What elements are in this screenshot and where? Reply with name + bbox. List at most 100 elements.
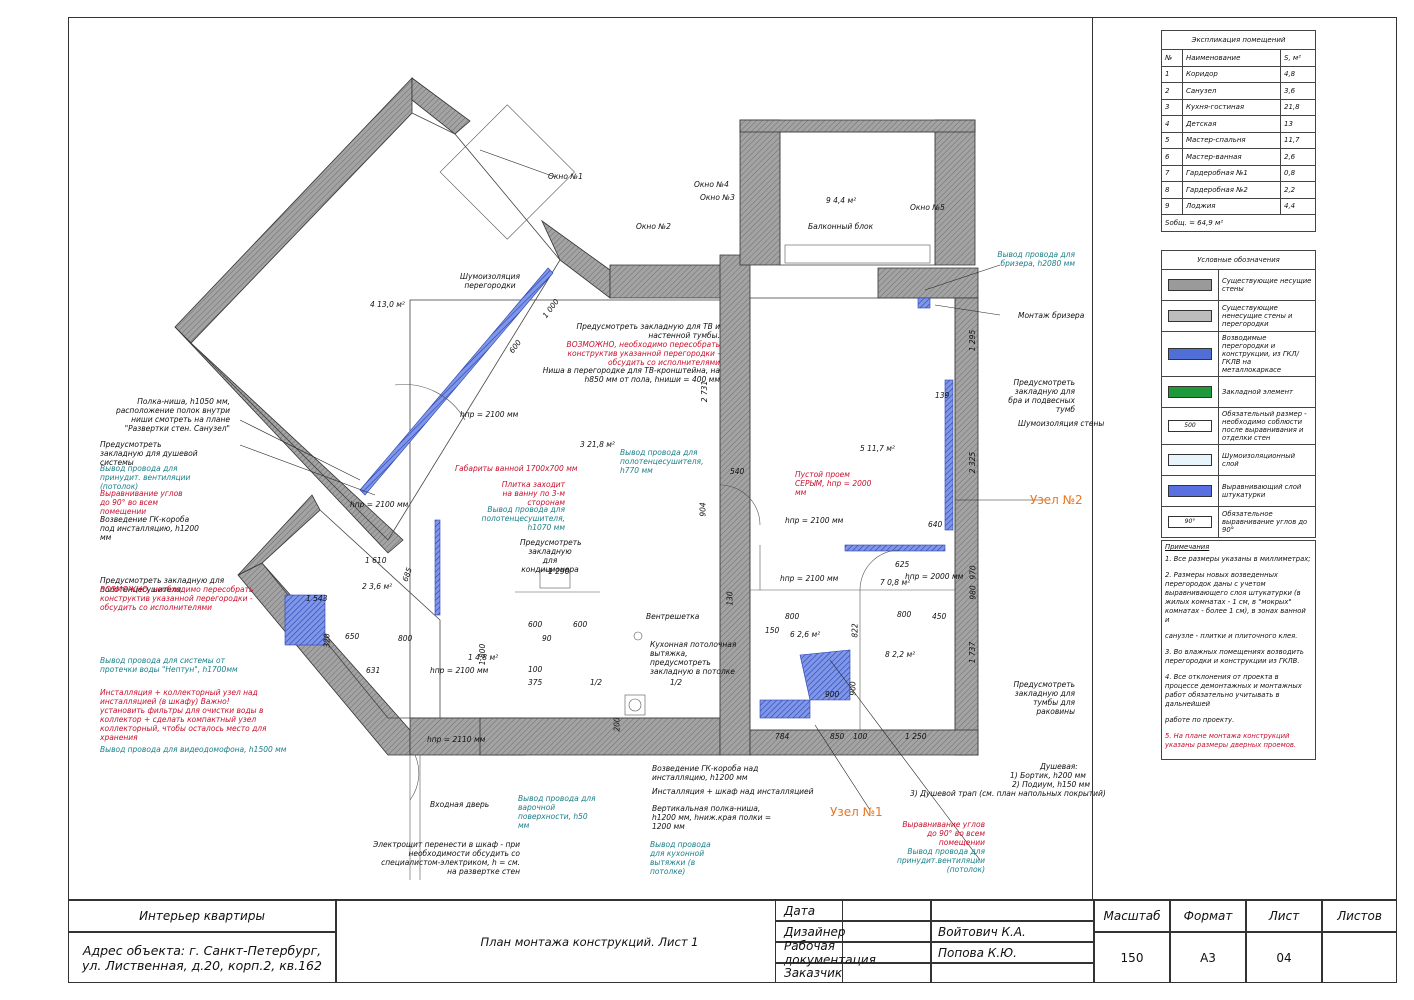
legend-row: Выравнивающий слой штукатурки — [1161, 475, 1316, 507]
note-electric: Электрощит перенести в шкаф - при необхо… — [373, 840, 520, 876]
dim-value: 139 — [935, 391, 950, 400]
note-cook-wire: Вывод провода для варочной поверхности, … — [518, 794, 596, 830]
note-breezer: Монтаж бризера — [1018, 311, 1085, 320]
notes-item: работе по проекту. — [1165, 716, 1235, 724]
dim-value: 600 — [528, 620, 543, 629]
leader-lines — [239, 149, 1050, 861]
dim-value: 1 800 — [478, 643, 488, 666]
door-height-1: hпр = 2100 мм — [460, 410, 519, 419]
dim-value: 784 — [775, 732, 790, 741]
legend-swatch-cell — [1161, 269, 1219, 301]
note-vertical-shelf: Вертикальная полка-ниша, h1200 мм, hниж.… — [652, 804, 772, 831]
note-vent-wire-2: Вывод провода для принудит.вентиляции (п… — [896, 847, 985, 874]
note-tv-embed-warning: ВОЗМОЖНО, необходимо пересобрать констру… — [566, 340, 720, 367]
explication-cell-n: 4 — [1161, 115, 1183, 133]
dim-value: 800 — [785, 612, 800, 621]
title-block-divider — [68, 899, 1397, 900]
legend-label: Обязательное выравнивание углов до 90° — [1218, 506, 1316, 538]
explication-cell-n: 3 — [1161, 98, 1183, 116]
explication-cell-name: Детская — [1182, 115, 1281, 133]
note-wall-noise: Шумоизоляция стены — [1018, 419, 1105, 428]
explication-cell-s: 4,4 — [1280, 197, 1316, 215]
sheet-name: План монтажа конструкций. Лист 1 — [336, 900, 843, 983]
notes-item: санузле - плитки и плиточного клея. — [1165, 632, 1298, 640]
col-number: № — [1161, 49, 1183, 67]
door-height-5: hпр = 2100 мм — [430, 666, 489, 675]
label-window5: Окно №5 — [910, 203, 945, 212]
dim-value: 200 — [612, 717, 622, 732]
note-empty-opening: Пустой проем СЕРЫМ, hпр = 2000 мм — [795, 470, 872, 497]
dim-value: 900 — [848, 681, 858, 696]
docs-name: Попова К.Ю. — [931, 942, 1094, 963]
note-shower-3: 3) Душевой трап (см. план напольных покр… — [910, 789, 1106, 798]
notes-item: 1. Все размеры указаны в миллиметрах; — [1165, 555, 1311, 563]
label-balcony: Балконный блок — [808, 222, 874, 231]
room-label-8: 8 2,2 м² — [885, 650, 916, 659]
note-bath-size: Габариты ванной 1700х700 мм — [455, 464, 578, 473]
col-name: Наименование — [1182, 49, 1281, 67]
dim-value: 631 — [366, 666, 381, 675]
note-towel-wire: Вывод провода для полотенцесушителя, h10… — [481, 505, 565, 532]
explication-cell-s: 3,6 — [1280, 82, 1316, 100]
note-sconce-embed: Предусмотреть закладную для бра и подвес… — [1008, 378, 1075, 414]
dim-value: 800 — [398, 634, 413, 643]
explication-cell-s: 21,8 — [1280, 98, 1316, 116]
note-align-corners-2: Выравнивание углов до 90° во всем помеще… — [902, 820, 985, 847]
notes-title: Примечания — [1165, 543, 1210, 551]
door-height-2: hпр = 2100 мм — [785, 516, 844, 525]
explication-cell-s: 4,8 — [1280, 65, 1316, 83]
legend-label: Существующие несущие стены — [1218, 269, 1316, 301]
explication-cell-s: 0,8 — [1280, 164, 1316, 182]
room-label-9: 9 4,4 м² — [826, 196, 857, 205]
scale-label: Масштаб — [1094, 900, 1170, 932]
sheets-label: Листов — [1322, 900, 1397, 932]
explication-cell-n: 9 — [1161, 197, 1183, 215]
notes-item: 2. Размеры новых возведенных перегородок… — [1165, 571, 1306, 624]
note-vent-grille: Вентрешетка — [646, 612, 700, 621]
note-shower-1: 1) Бортик, h200 мм — [1010, 771, 1086, 780]
note-tv-niche: Ниша в перегородке для ТВ-кронштейна, на… — [542, 366, 720, 384]
legend-label: Обязательный размер - необходимо соблюст… — [1218, 407, 1316, 445]
explication-cell-n: 2 — [1161, 82, 1183, 100]
designer-name: Войтович К.А. — [931, 921, 1094, 942]
explication-cell-n: 8 — [1161, 181, 1183, 199]
legend-row: 90°Обязательное выравнивание углов до 90… — [1161, 506, 1316, 538]
legend-swatch-cell: 90° — [1161, 506, 1219, 538]
sheet-label: Лист — [1246, 900, 1322, 932]
door-height-6: hпр = 2100 мм — [350, 500, 409, 509]
dim-value: 2 325 — [968, 451, 978, 474]
notes-panel: Примечания 1. Все размеры указаны в милл… — [1161, 540, 1316, 760]
notes-item-red: 5. На плане монтажа конструкций указаны … — [1165, 732, 1297, 749]
dim-value: 900 — [825, 690, 840, 699]
legend-label: Возводимые перегородки и конструкции, из… — [1218, 331, 1316, 377]
dim-value: 800 — [897, 610, 912, 619]
date-label: Дата — [775, 900, 931, 921]
room-label-1: 1 4,8 м² — [468, 653, 499, 662]
explication-total: Sобщ. = 64,9 м² — [1161, 214, 1316, 232]
note-hood: Кухонная потолочная вытяжка, предусмотре… — [650, 640, 737, 676]
legend-swatch-cell — [1161, 376, 1219, 408]
legend-label: Существующие ненесущие стены и перегород… — [1218, 300, 1316, 332]
legend-swatch — [1168, 279, 1212, 291]
explication-cell-name: Гардеробная №2 — [1182, 181, 1281, 199]
note-towel-embed-warning: ВОЗМОЖНО, необходимо пересобрать констру… — [100, 585, 254, 612]
dim-value: 100 — [528, 665, 543, 674]
label-window3: Окно №3 — [700, 193, 735, 202]
designer-label: Дизайнер — [775, 921, 931, 942]
dim-value: 1 737 — [968, 641, 978, 664]
note-vent-wire: Вывод провода для принудит. вентиляции (… — [100, 464, 191, 491]
legend-swatch-cell — [1161, 331, 1219, 377]
room-label-2: 2 3,6 м² — [362, 582, 393, 591]
explication-cell-name: Лоджия — [1182, 197, 1281, 215]
docs-label: Рабочая документация — [775, 939, 931, 967]
label-window1: Окно №1 — [548, 172, 583, 181]
legend-swatch — [1168, 454, 1212, 466]
legend-swatch — [1168, 348, 1212, 360]
format-label: Формат — [1170, 900, 1246, 932]
label-node2: Узел №2 — [1030, 493, 1083, 507]
col-area: S, м² — [1280, 49, 1316, 67]
explication-cell-n: 7 — [1161, 164, 1183, 182]
sheet-value: 04 — [1246, 932, 1322, 983]
note-shower-2: 2) Подиум, h150 мм — [1012, 780, 1091, 789]
